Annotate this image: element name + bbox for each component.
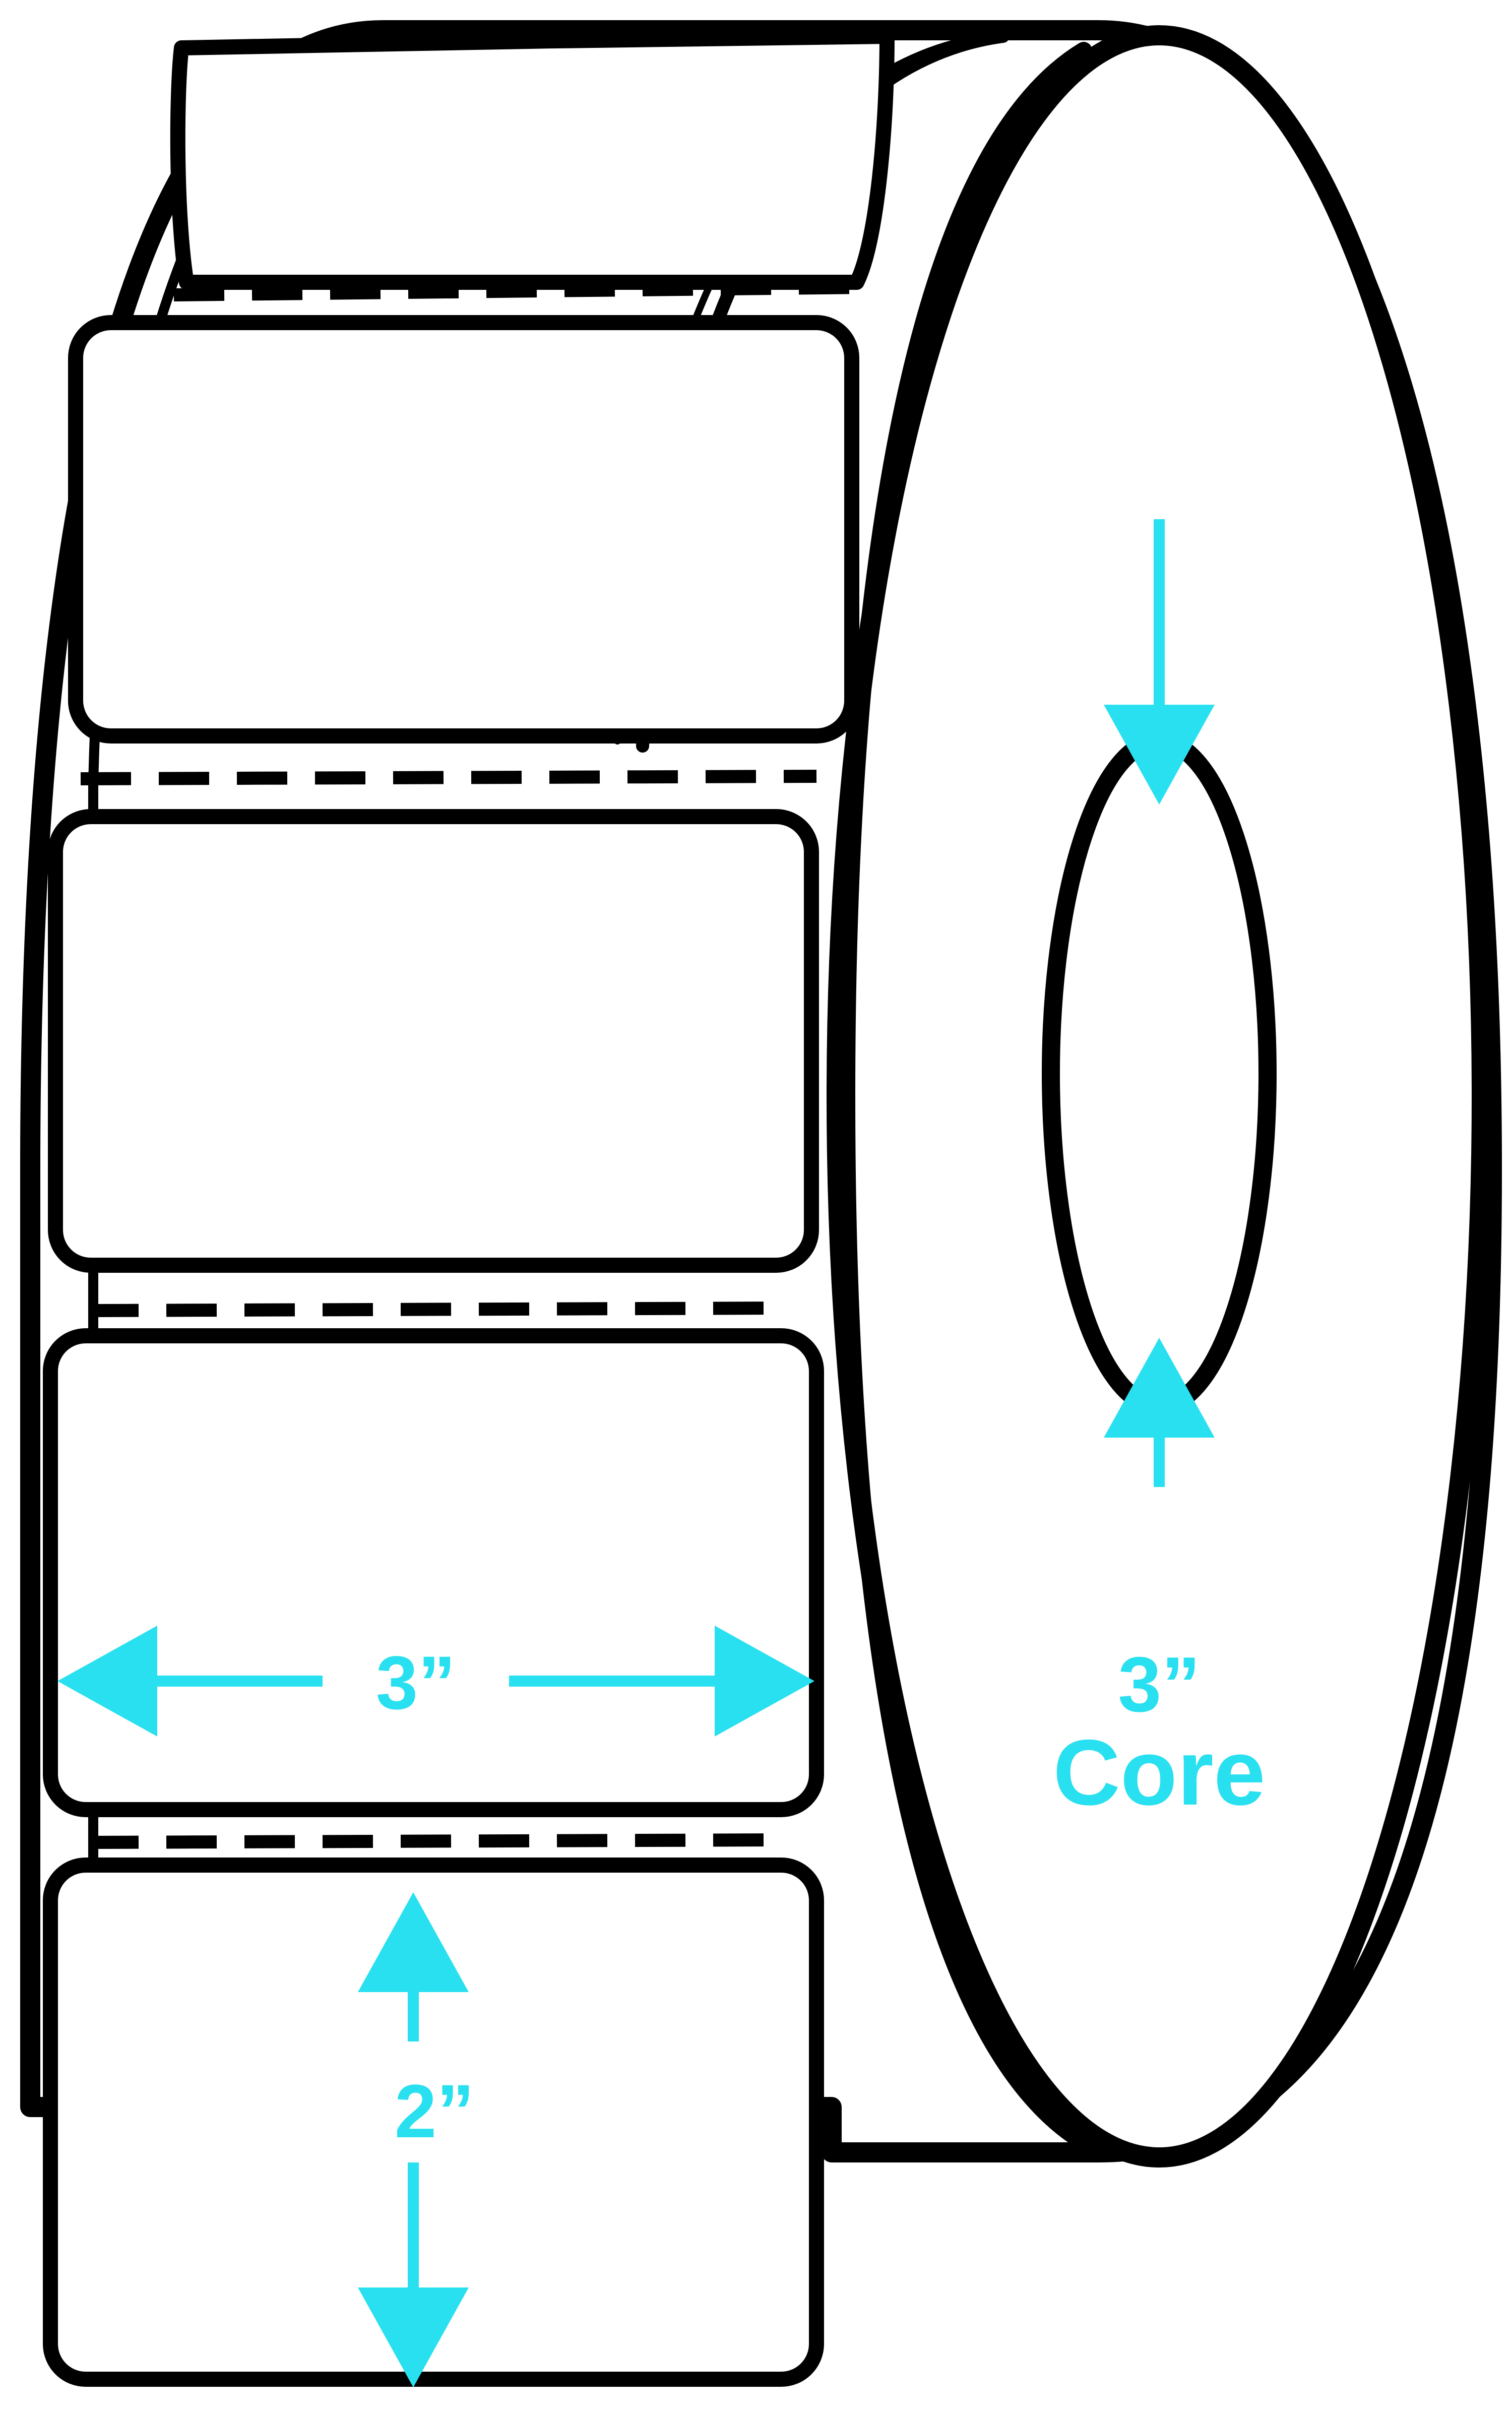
core-size-label: 3” xyxy=(1118,1641,1201,1728)
roll-side-disc xyxy=(827,25,1492,2168)
width-dimension-label: 3” xyxy=(376,1640,456,1725)
label-2 xyxy=(68,315,859,744)
perforation-2 xyxy=(80,770,817,785)
label-1 xyxy=(170,29,895,290)
core-hole xyxy=(1042,732,1277,1415)
height-dimension-label: 2” xyxy=(395,2069,474,2153)
core-dimension: 3” Core xyxy=(1053,519,1266,1825)
perforation-4 xyxy=(88,1833,787,1849)
label-4 xyxy=(43,1328,824,1817)
core-text-label: Core xyxy=(1053,1721,1266,1825)
perforation-1 xyxy=(173,281,867,301)
width-dimension: 3” xyxy=(57,1626,814,1737)
label-3 xyxy=(48,809,819,1273)
roll-disc-rim xyxy=(838,42,1092,2151)
label-web xyxy=(43,29,895,2387)
height-dimension: 2” xyxy=(358,1892,474,2387)
perforation-3 xyxy=(88,1302,787,1317)
